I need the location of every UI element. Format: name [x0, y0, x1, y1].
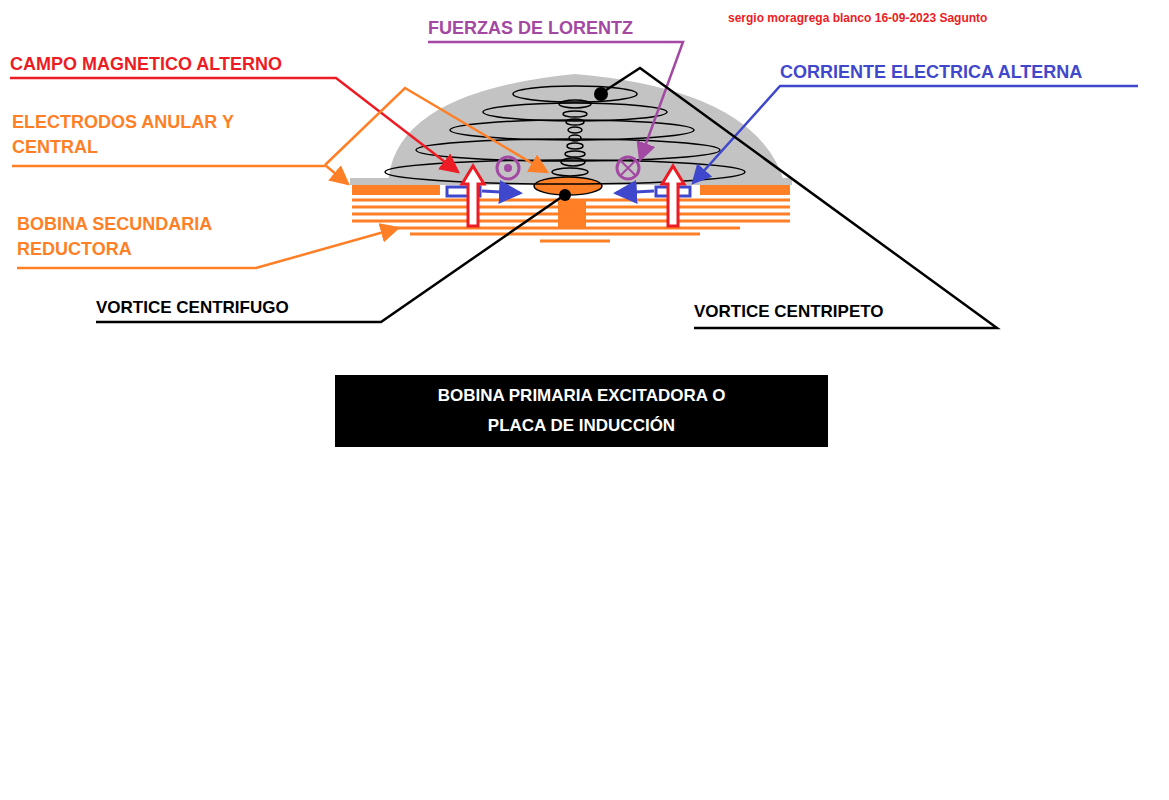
box-text: BOBINA PRIMARIA EXCITADORA O PLACA DE IN…: [417, 381, 747, 441]
annular-electrode: [352, 185, 440, 195]
label: ELECTRODOS ANULAR Y CENTRAL: [12, 110, 292, 160]
field-arrow: [462, 166, 484, 226]
label: sergio moragrega blanco 16-09-2023 Sagun…: [728, 10, 1148, 27]
label-box: BOBINA PRIMARIA EXCITADORA O PLACA DE IN…: [335, 375, 828, 447]
force-out-symbol: [497, 157, 519, 179]
vortex-spiral: [385, 86, 745, 184]
leader-line: [10, 42, 1138, 328]
label: VORTICE CENTRIFUGO: [96, 296, 396, 320]
force-in-symbol: [617, 157, 639, 179]
label: CORRIENTE ELECTRICA ALTERNA: [780, 60, 1160, 85]
field-arrow: [662, 166, 684, 226]
secondary-coil: [352, 200, 790, 241]
label: FUERZAS DE LORENTZ: [428, 16, 758, 41]
label: CAMPO MAGNETICO ALTERNO: [10, 52, 350, 77]
label: BOBINA SECUNDARIA REDUCTORA: [17, 212, 267, 262]
label: VORTICE CENTRIPETO: [694, 300, 994, 324]
annular-electrode: [700, 185, 790, 195]
